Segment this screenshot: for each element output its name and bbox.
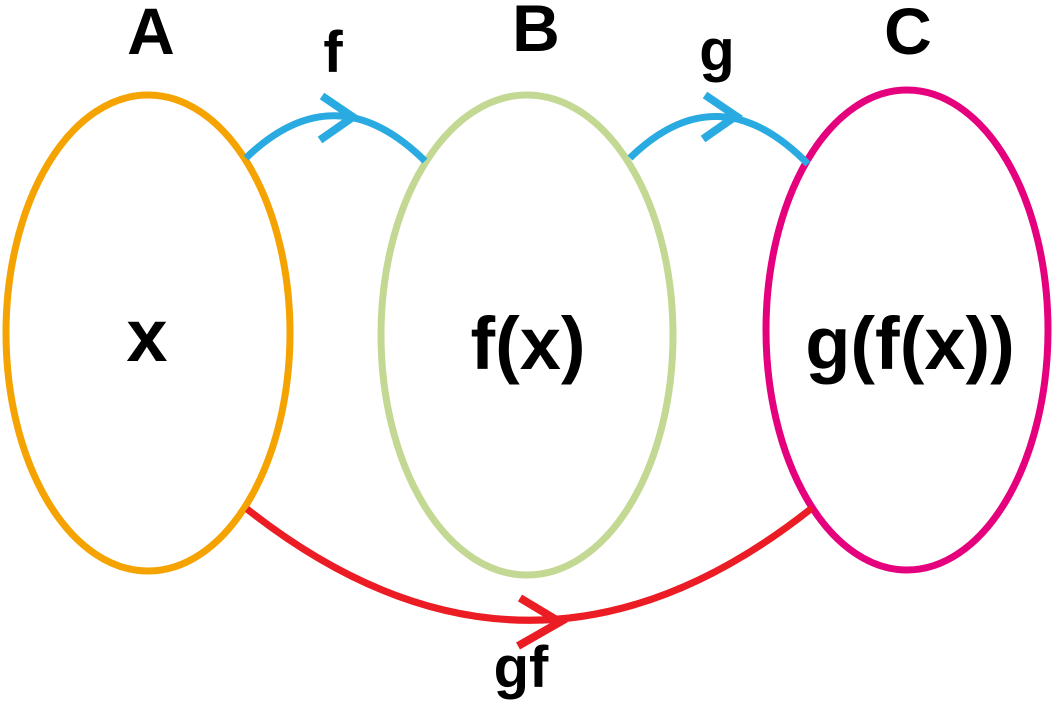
set-b-name-label: B [512,0,560,65]
set-b-element-label: f(x) [470,302,585,385]
set-b-ellipse [377,91,677,579]
arrow-g-stem [627,113,811,167]
set-a-name-label: A [127,0,175,68]
arrow-gf-stem [244,505,815,624]
arrow-f-label: f [323,20,343,85]
arrow-g-arrowhead-icon [700,91,744,143]
arrow-gf-arrowhead-icon [516,594,568,650]
set-c-element-label: g(f(x)) [805,302,1015,385]
arrow-gf-label: gf [494,635,549,700]
set-c-name-label: C [884,0,932,68]
arrow-f-stem [243,112,428,164]
set-a-ellipse [2,91,294,575]
arrow-f-arrowhead-icon [317,92,361,144]
set-a-element-label: x [126,294,167,377]
arrow-g-label: g [699,18,734,83]
set-c-ellipse [762,86,1052,574]
